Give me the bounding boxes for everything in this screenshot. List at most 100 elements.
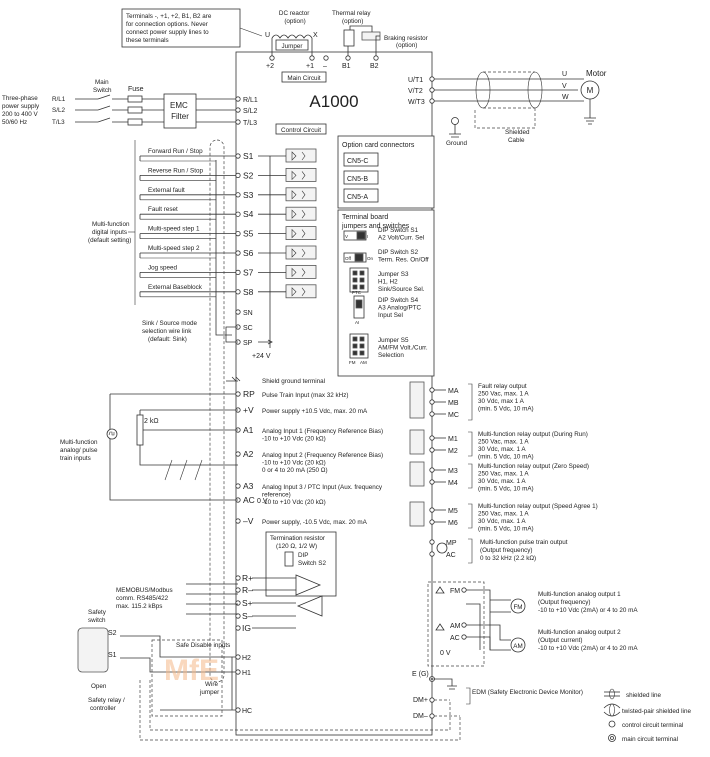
svg-text:Jumper S5: Jumper S5 <box>378 337 409 344</box>
motor-symbol-label: M <box>587 86 594 95</box>
terminal-s-l2: S/L2 <box>243 108 258 115</box>
connector-cn5-c: CN5-C <box>347 158 368 165</box>
terminal-note-box <box>121 8 241 48</box>
pot-label: 2 kΩ <box>144 418 159 425</box>
safety-s1: S1 <box>108 652 117 659</box>
terminal-hc: HC <box>242 708 252 715</box>
fm-meter <box>510 598 526 614</box>
terminal-label: A2 <box>243 449 254 459</box>
terminal-h2: H2 <box>242 655 251 662</box>
analog-output-box <box>427 581 485 667</box>
svg-text:H1, H2: H1, H2 <box>378 279 398 286</box>
digital-input-label: Jog speed <box>148 264 178 271</box>
power-supply-label: Three-phase power supply 200 to 400 V 50… <box>2 95 41 126</box>
terminal-label: AC <box>243 495 255 505</box>
watermark-text: MfE <box>164 654 219 687</box>
fuse-2 <box>127 106 143 114</box>
comm-terminal: R– <box>235 585 296 595</box>
emc-filter <box>163 93 197 129</box>
safety-switch-label: Safety switch <box>88 609 108 624</box>
svg-text:MC: MC <box>448 412 459 419</box>
svg-text:AI: AI <box>355 320 359 325</box>
terminal-u-t1: U/T1 <box>408 77 423 84</box>
dc-reactor-u: U <box>265 32 270 39</box>
edm-terminals: EDM (Safety Electronic Device Monitor) D… <box>413 687 583 720</box>
rs485-driver <box>296 595 323 617</box>
svg-text:Off: Off <box>345 256 352 261</box>
motor-w: W <box>562 94 569 101</box>
svg-text:I: I <box>367 234 368 239</box>
svg-text:30 Vdc, max. 1 A: 30 Vdc, max. 1 A <box>478 478 526 485</box>
fuse-1 <box>127 95 143 103</box>
svg-text:Fault relay output: Fault relay output <box>478 383 527 390</box>
analog-output-1: FM FM Multi-function analog output 1 (Ou… <box>435 586 638 650</box>
svg-text:Analog Input 1 (Frequency Refe: Analog Input 1 (Frequency Reference Bias… <box>262 428 383 435</box>
svg-text:reference): reference) <box>262 492 291 499</box>
dip-s2-label: DIP Switch S2 <box>298 552 326 567</box>
terminal-dm-minus: DM– <box>413 713 428 720</box>
terminal-s8: S8 <box>243 287 254 297</box>
terminal-label: RP <box>243 389 255 399</box>
digital-input-label: External fault <box>148 187 185 194</box>
svg-text:250 Vac, max. 1 A: 250 Vac, max. 1 A <box>478 471 529 478</box>
svg-text:250 Vac, max. 1 A: 250 Vac, max. 1 A <box>478 511 529 518</box>
optocoupler <box>285 167 317 182</box>
svg-text:Power supply +10.5 Vdc, max. 2: Power supply +10.5 Vdc, max. 20 mA <box>262 408 368 415</box>
terminal-mp: MP <box>446 540 457 547</box>
terminal-s2: S2 <box>243 170 254 180</box>
safe-disable-box <box>151 639 223 717</box>
digital-input-label: Reverse Run / Stop <box>148 167 203 174</box>
connector-cn5-b: CN5-B <box>347 176 368 183</box>
sn-sc-sp-terminals: SN SC SP +24 V <box>215 160 273 360</box>
svg-text:-10 to +10 Vdc (20 kΩ): -10 to +10 Vdc (20 kΩ) <box>262 436 326 443</box>
fuse-label: Fuse <box>128 86 144 93</box>
legend-shielded-line: shielded line <box>604 688 662 700</box>
fuse-3 <box>127 118 143 126</box>
svg-text:MA: MA <box>448 388 459 395</box>
svg-text:(min. 5 Vdc, 10 mA): (min. 5 Vdc, 10 mA) <box>478 526 534 533</box>
svg-text:250 Vac, max. 1 A: 250 Vac, max. 1 A <box>478 391 529 398</box>
svg-text:M6: M6 <box>448 520 458 527</box>
motor-u: U <box>562 71 567 78</box>
comm-terminal: IG <box>235 623 296 633</box>
terminal-label: A3 <box>243 481 254 491</box>
power-lines <box>75 94 238 126</box>
top-main-terminals: +2 +1 – B1 B2 <box>266 55 379 70</box>
svg-text:twisted-pair shielded line: twisted-pair shielded line <box>622 708 691 715</box>
terminal-s6: S6 <box>243 248 254 258</box>
fm-meter-label: FM <box>513 604 522 611</box>
dip-s2-symbol <box>284 551 294 567</box>
drive-title: A1000 <box>309 92 358 111</box>
terminal-label: A1 <box>243 425 254 435</box>
digital-input-row: External Baseblock S8 <box>139 284 317 299</box>
motor-label: Motor <box>586 69 607 78</box>
pulse-output-symbol <box>436 542 448 554</box>
svg-text:M4: M4 <box>448 480 458 487</box>
supply-l2: S/L2 <box>52 107 65 114</box>
main-circuit-label: Main Circuit <box>287 75 320 82</box>
open-label: Open <box>91 683 107 690</box>
shielded-cable-tube <box>209 139 225 683</box>
svg-text:IG: IG <box>242 623 251 633</box>
svg-text:FM: FM <box>349 360 356 365</box>
digital-input-label: External Baseblock <box>148 284 203 291</box>
main-circuit-box <box>281 71 327 83</box>
svg-text:Multi-function relay output (D: Multi-function relay output (During Run) <box>478 431 588 438</box>
svg-text:R+: R+ <box>242 573 253 583</box>
sink-source-label: Sink / Source mode selection wire link (… <box>142 320 199 343</box>
digital-input-label: Forward Run / Stop <box>148 148 203 155</box>
safe-disable-label: Safe Disable inputs <box>176 642 230 649</box>
svg-text:S–: S– <box>242 611 253 621</box>
h-terminals: H2 H1 HC <box>120 635 461 741</box>
svg-text:A2 Volt/Curr. Sel: A2 Volt/Curr. Sel <box>378 235 424 242</box>
